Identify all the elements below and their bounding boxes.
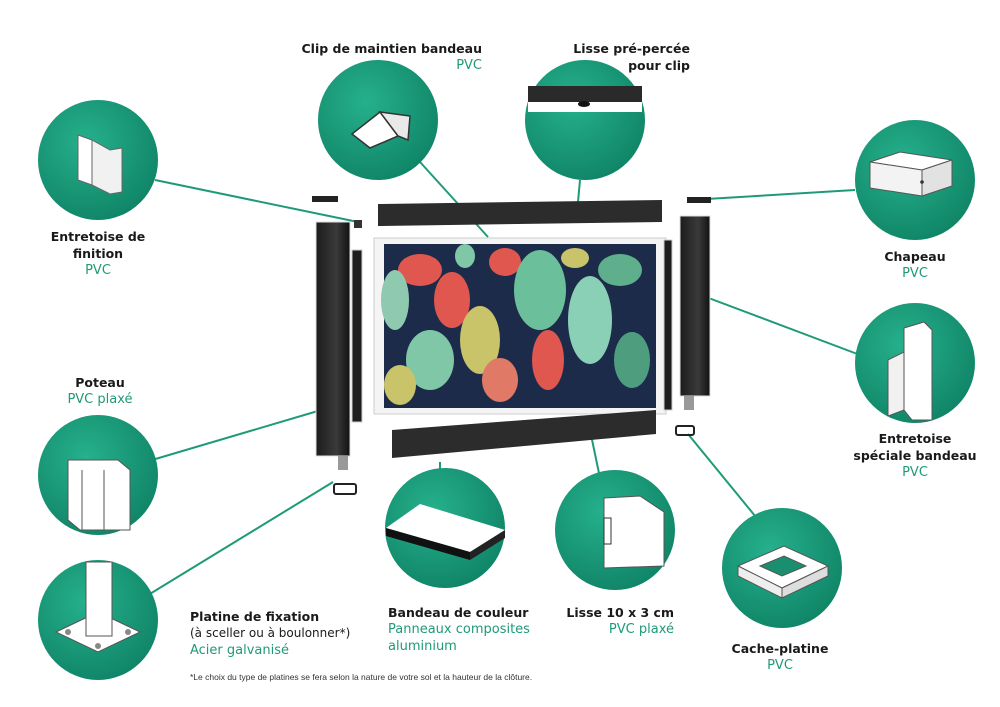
chapeau-material: PVC — [902, 266, 928, 281]
left-cap-shape — [312, 196, 338, 202]
circle-entretoise-speciale — [855, 303, 975, 423]
entretoise-finition-title-1: Entretoise de — [50, 229, 146, 244]
circle-platine — [38, 560, 158, 680]
footnote: *Le choix du type de platines se fera se… — [190, 672, 533, 682]
label-poteau: Poteau PVC plaxé — [50, 374, 150, 408]
platine-note: (à sceller ou à boulonner*) — [190, 626, 351, 640]
left-small-spacer — [354, 220, 362, 228]
panel-artwork — [381, 244, 656, 408]
label-bandeau: Bandeau de couleur Panneaux composites a… — [388, 604, 558, 655]
label-lisse: Lisse 10 x 3 cm PVC plaxé — [560, 604, 674, 638]
bandeau-title: Bandeau de couleur — [388, 605, 529, 620]
right-spacer-shape — [663, 239, 673, 411]
circle-lisse-percee — [525, 60, 645, 180]
bottom-rail-shape — [392, 410, 656, 458]
label-entretoise-finition: Entretoise de finition PVC — [28, 228, 168, 279]
bandeau-material-2: aluminium — [388, 639, 457, 654]
entretoise-finition-title-2: finition — [72, 246, 124, 261]
label-entretoise-speciale: Entretoise spéciale bandeau PVC — [845, 430, 985, 481]
circle-entretoise-finition — [38, 100, 158, 220]
label-clip-maintien: Clip de maintien bandeau PVC — [300, 40, 483, 74]
right-base-cover-shape — [675, 425, 695, 436]
connector-lines — [139, 161, 861, 601]
lisse-material: PVC plaxé — [608, 622, 674, 637]
lisse-percee-title-2: pour clip — [628, 58, 690, 73]
lisse-percee-title-1: Lisse pré-percée — [573, 41, 690, 56]
entretoise-finition-material: PVC — [85, 263, 111, 278]
circle-clip-maintien — [318, 60, 438, 180]
left-post-shape — [315, 221, 351, 457]
lisse-title: Lisse 10 x 3 cm — [566, 605, 674, 620]
top-rail-shape — [378, 200, 662, 226]
label-platine: Platine de fixation (à sceller ou à boul… — [190, 608, 370, 659]
platine-material: Acier galvanisé — [190, 643, 290, 658]
entretoise-speciale-title-2: spéciale bandeau — [853, 448, 977, 463]
entretoise-speciale-material: PVC — [902, 465, 928, 480]
bandeau-material-1: Panneaux composites — [388, 622, 530, 637]
label-cache-platine: Cache-platine PVC — [720, 640, 840, 674]
label-chapeau: Chapeau PVC — [860, 248, 970, 282]
poteau-title: Poteau — [75, 375, 125, 390]
circle-poteau — [38, 415, 158, 535]
cache-platine-material: PVC — [767, 658, 793, 673]
circle-chapeau — [855, 120, 975, 240]
left-spacer-shape — [351, 249, 363, 423]
left-post-foot — [338, 456, 348, 470]
poteau-material: PVC plaxé — [67, 392, 133, 407]
circle-lisse — [555, 470, 675, 590]
cache-platine-title: Cache-platine — [731, 641, 829, 656]
chapeau-title: Chapeau — [884, 249, 946, 264]
circle-bandeau — [385, 468, 505, 588]
fence-assembly — [312, 196, 711, 495]
right-cap-shape — [687, 197, 711, 203]
left-base-cover-shape — [333, 483, 357, 495]
label-lisse-percee: Lisse pré-percée pour clip — [550, 40, 690, 74]
circle-cache-platine — [722, 508, 842, 628]
clip-maintien-title: Clip de maintien bandeau — [301, 41, 483, 56]
right-post-foot — [684, 396, 694, 410]
platine-title: Platine de fixation — [190, 609, 320, 624]
entretoise-speciale-title-1: Entretoise — [878, 431, 952, 446]
right-post-shape — [679, 215, 711, 397]
clip-maintien-material: PVC — [456, 58, 482, 73]
